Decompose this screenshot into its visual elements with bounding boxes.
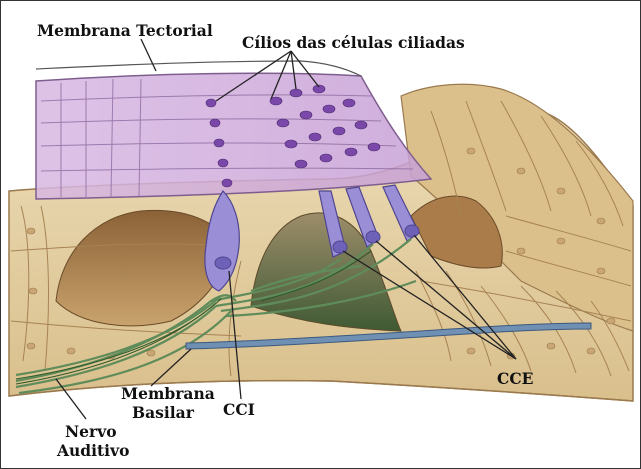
label-cce: CCE bbox=[497, 369, 534, 388]
label-cilios: Cílios das células ciliadas bbox=[242, 33, 465, 52]
label-membrana-tectorial: Membrana Tectorial bbox=[37, 21, 213, 40]
label-nervo-auditivo-line1: Nervo bbox=[65, 422, 117, 441]
label-cci: CCI bbox=[223, 400, 255, 419]
tectorial-membrane bbox=[36, 73, 431, 199]
label-membrana-basilar-line1: Membrana bbox=[121, 384, 215, 403]
label-nervo-auditivo-line2: Auditivo bbox=[56, 441, 129, 460]
label-membrana-basilar-line2: Basilar bbox=[132, 403, 195, 422]
